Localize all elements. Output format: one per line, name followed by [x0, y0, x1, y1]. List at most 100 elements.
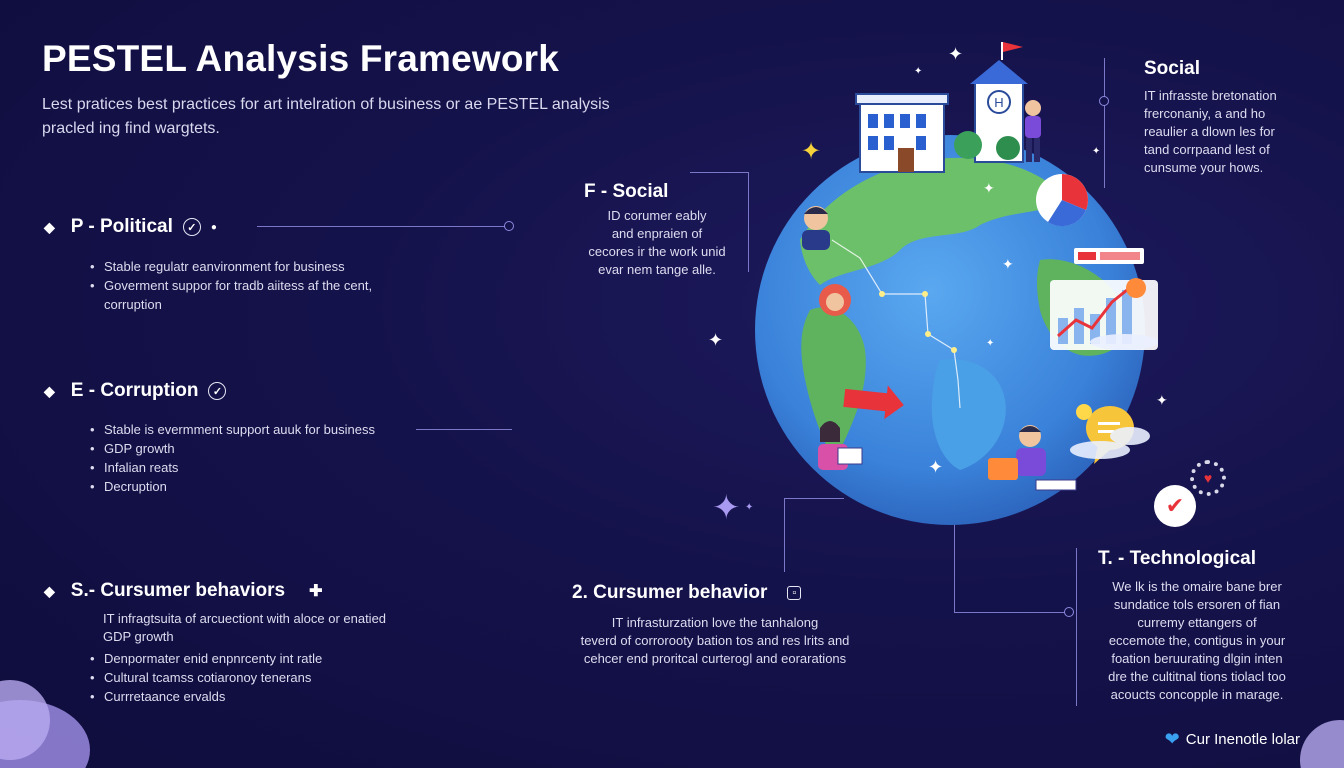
list-item: Denpormater enid enpnrcenty int ratle: [90, 649, 322, 668]
diamond-bullet-icon: ◆: [44, 382, 55, 399]
section-political: ◆ P - Political ✓ ●: [44, 216, 217, 238]
social-right-text: IT infrasste bretonation frerconaniy, a …: [1144, 87, 1277, 177]
list-item: Infalian reats: [90, 458, 375, 477]
connector-dot: [504, 221, 514, 231]
globe-land-west: [801, 307, 866, 460]
connector-line: [784, 498, 785, 572]
puzzle-icon: ✚: [309, 583, 323, 600]
arrow-icon: [843, 385, 904, 420]
footer-text: Cur Inenotle lolar: [1185, 731, 1300, 748]
section-social-mid: F - Social: [584, 181, 668, 203]
sparkle-icon: ✦: [948, 44, 964, 64]
list-item: Stable is evermment support auuk for bus…: [90, 420, 375, 439]
consumer-intro: IT infragtsuita of arcuectiont with aloc…: [103, 610, 386, 646]
section-heading: P - Political: [70, 216, 173, 237]
route-line: [831, 239, 961, 409]
sparkle-icon: ✦: [986, 338, 995, 349]
globe-land-south: [931, 359, 1006, 470]
list-item: Currretaance ervalds: [90, 687, 322, 706]
connector-line: [954, 498, 955, 612]
intro-line: GDP growth: [103, 629, 174, 644]
text-line: foation beruurating dlgin inten: [1111, 651, 1283, 666]
text-line: IT infrasturzation love the tanhalong: [611, 615, 819, 630]
section-heading: T. - Technological: [1098, 548, 1256, 569]
section-consumer-behaviors: ◆ S.- Cursumer behaviors ✚: [44, 580, 323, 602]
connector-line: [954, 612, 1070, 613]
footer-brand: ❤ Cur Inenotle lolar: [1165, 729, 1300, 750]
globe-land-north: [800, 157, 1070, 285]
chart-icon: [1050, 248, 1158, 350]
text-line: tand corrpaand lest of: [1144, 142, 1270, 157]
text-line: cunsume your hows.: [1144, 160, 1264, 175]
bird-logo-icon: ❤: [1164, 729, 1180, 749]
pie-chart-icon: [1036, 174, 1088, 227]
diamond-bullet-icon: ◆: [44, 582, 55, 599]
cloud-decoration: [0, 680, 90, 768]
building-icon: [855, 93, 949, 173]
sparkle-icon: ✦: [1002, 256, 1014, 272]
text-line: frerconaniy, a and ho: [1144, 106, 1266, 121]
tower-badge: H: [994, 95, 1003, 110]
sparkle-icon: ✦: [801, 138, 822, 165]
sparkle-icon: ✦: [928, 457, 944, 477]
text-line: evar nem tange alle.: [598, 262, 716, 277]
text-line: and enpraien of: [611, 226, 703, 241]
text-line: acoucts concopple in marage.: [1110, 687, 1284, 702]
sparkle-icon: ✦: [745, 502, 754, 513]
connector-dot: [1064, 607, 1074, 617]
check-icon: ✓: [182, 218, 201, 236]
subtitle-line-1: Lest pratices best practices for art int…: [42, 96, 610, 113]
list-item: corruption: [104, 297, 162, 312]
text-line: eccemote the, contigus in your: [1108, 633, 1286, 648]
social-mid-text: ID corumer eably and enpraien of cecores…: [572, 207, 742, 279]
text-line: cecores ir the work unid: [588, 244, 726, 259]
sparkle-icon: ✦: [712, 489, 741, 527]
connector-line: [1076, 548, 1077, 706]
list-item: Stable regulatr eanvironment for busines…: [90, 257, 372, 276]
flag-icon: [1003, 42, 1023, 52]
connector-line: [690, 172, 748, 173]
dot-icon: ●: [210, 221, 217, 233]
technological-text: We lk is the omaire bane brer sundatice …: [1082, 578, 1312, 704]
connector-line: [748, 172, 749, 272]
sparkle-icon: ✦: [983, 180, 995, 196]
list-item: Cultural tcamss cotiaronoy tenerans: [90, 668, 322, 687]
sparkle-icon: ✦: [1156, 392, 1168, 408]
section-heading: E - Corruption: [70, 380, 199, 401]
connector-line: [784, 498, 844, 499]
cloud-decoration: [1300, 720, 1344, 768]
section-heading: S.- Cursumer behaviors: [70, 580, 286, 601]
sparkle-icon: ✦: [1092, 146, 1101, 157]
person-figure: [818, 421, 863, 470]
diamond-bullet-icon: ◆: [44, 218, 55, 235]
square-icon: ▫: [787, 586, 802, 600]
text-line: sundatice tols ersoren of fian: [1113, 597, 1281, 612]
heart-icon: ✔: [1154, 485, 1196, 527]
section-technological: T. - Technological: [1098, 548, 1256, 570]
political-list: Stable regulatr eanvironment for busines…: [90, 257, 372, 314]
connector-line: [1104, 58, 1105, 188]
text-line: dre the cultitnal tions tiolacl too: [1108, 669, 1286, 684]
gear-icon: ♥: [1190, 460, 1226, 496]
connector-dot: [1099, 96, 1109, 106]
consumer-mid-text: IT infrasturzation love the tanhalong te…: [560, 614, 870, 668]
text-line: curremy ettangers of: [1137, 615, 1257, 630]
section-social-right: Social: [1144, 58, 1200, 80]
person-figure: [819, 284, 851, 316]
list-item: GDP growth: [90, 439, 375, 458]
person-figure: [1025, 100, 1041, 162]
text-line: ID corumer eably: [607, 208, 707, 223]
section-heading: 2. Cursumer behavior: [572, 582, 768, 603]
text-line: teverd of corrorooty bation tos and res …: [580, 633, 850, 648]
section-heading: F - Social: [584, 181, 669, 202]
intro-line: IT infragtsuita of arcuectiont with aloc…: [103, 611, 387, 626]
person-figure: [802, 206, 830, 250]
sparkle-icon: ✦: [708, 330, 724, 350]
subtitle-line-2: pracled ing find wargtets.: [42, 120, 220, 137]
page-title: PESTEL Analysis Framework: [42, 38, 560, 79]
section-heading: Social: [1144, 58, 1200, 79]
person-figure: [988, 425, 1077, 491]
text-line: We lk is the omaire bane brer: [1112, 579, 1282, 594]
corruption-list: Stable is evermment support auuk for bus…: [90, 420, 375, 496]
text-line: cehcer end proritcal curterogl and eorar…: [583, 651, 847, 666]
